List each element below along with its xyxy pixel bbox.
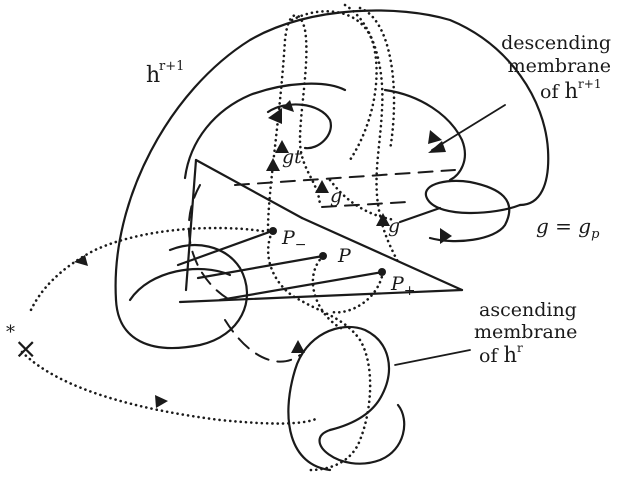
p-minus-main: P [281,227,296,249]
descending-line3: of hr+1 [540,77,601,103]
upper-handle-right-cuff [424,179,522,243]
lower-handle [224,319,406,472]
descending-of: of [540,81,565,103]
line-through-pplus [218,270,385,302]
upper-handle-left-sweep [187,184,231,301]
label-g-center: g [330,185,342,207]
flow-line-e [266,230,372,472]
flow-line-c [343,3,400,264]
arrow-flow-up [275,140,289,153]
flow-line-h [328,178,397,222]
points [269,227,386,276]
lower-handle-outer [318,403,406,465]
handle-label-h: h [146,63,160,88]
handle-label-top: h r+1 [146,59,184,88]
flow-line-to-base-top [28,226,270,314]
lower-handle-loop [287,325,390,472]
g-eq-sub: p [591,227,600,242]
ascending-of: of [479,345,504,367]
plane-left-edge [184,158,198,292]
plane-top-edge-right [234,169,456,186]
label-p-minus: P− [281,227,307,253]
point-p [319,252,327,260]
flow-line-to-base-bottom [20,350,320,425]
upper-handle [114,9,550,350]
descending-h: h [565,79,579,103]
upper-handle-left-cuff [114,244,249,350]
base-cross-icon: × [14,332,37,365]
plane-top-edge [194,158,304,220]
ascending-line1: ascending [479,299,577,321]
arrow-lower-handle [291,340,305,353]
p-plus-sub: + [404,283,416,299]
descending-label: descending membrane of hr+1 [501,32,611,103]
flow-lines [20,3,400,472]
label-p: P [337,245,352,267]
line-through-pminus [176,228,277,267]
arrow-right-cuff [440,228,452,244]
arrow-g-right [376,213,390,226]
arrow-upper-left [268,108,282,124]
upper-handle-inner-arc [183,82,347,180]
descending-pointer-head [428,141,446,153]
label-g-right: g [388,215,400,237]
ascending-line2: membrane [474,321,577,343]
line-through-p [196,254,325,280]
arrow-gt [266,158,280,171]
upper-handle-inner-right [383,88,467,182]
upper-handle-left-cuff-inner [128,267,232,302]
label-g-eq: g = gp [536,214,600,242]
point-pplus [378,268,386,276]
upper-handle-outer-arc [114,9,550,302]
arrow-upper-right [428,130,442,144]
arrow-left-handle [74,255,88,266]
arrow-bottom-flow [155,395,168,408]
ascending-pointer [394,349,471,366]
descending-line2: membrane [508,55,611,77]
flow-line-a [266,13,322,232]
flow-line-g [330,270,385,314]
handle-label-sup: r+1 [159,59,184,74]
upper-g-line [321,201,409,208]
point-pminus [269,227,277,235]
lower-handle-dash [224,319,301,363]
descending-line1: descending [501,32,611,54]
g-eq-main: g = g [536,214,591,238]
p-plus-main: P [390,273,405,295]
label-p-plus: P+ [390,273,416,299]
flow-line-d [358,6,396,152]
label-gt: gt [282,146,302,168]
descending-sup: r+1 [578,77,601,91]
ascending-h: h [504,343,518,367]
level-plane [176,158,464,304]
ascending-sup: r [517,341,523,355]
arrow-top-cuff [282,100,294,112]
ascending-label: ascending membrane of hr [474,299,577,367]
p-minus-sub: − [295,237,307,253]
plane-bottom-edge [178,288,464,304]
descending-pointer [431,104,506,151]
flow-line-f [311,254,347,332]
base-point: * × [6,322,37,365]
arrow-g-center [315,180,329,193]
ascending-line3: of hr [479,341,523,367]
right-g-line [398,206,442,224]
arrowheads [74,100,452,408]
base-star: * [6,322,15,343]
plane-right-edge [300,216,464,292]
